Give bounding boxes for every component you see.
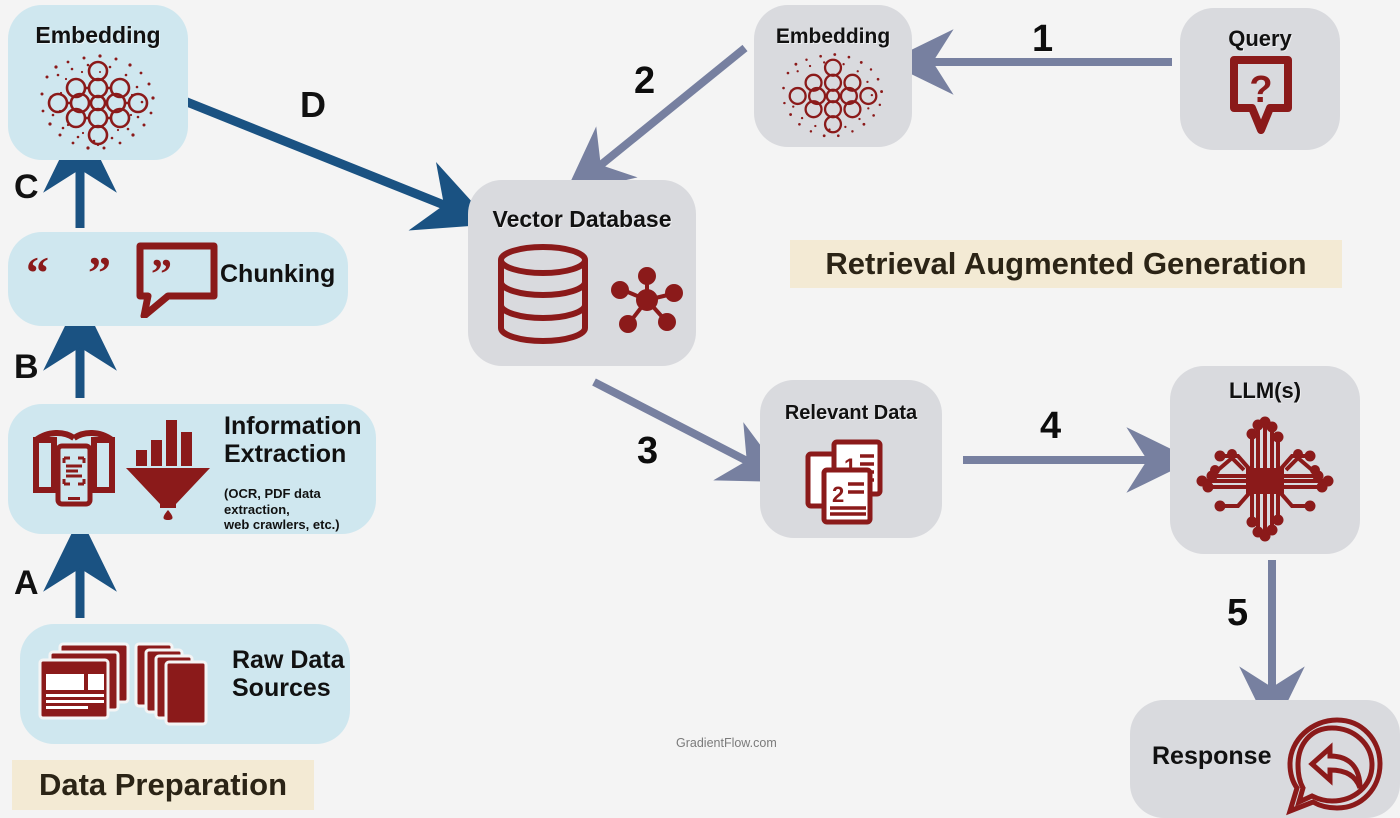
node-raw-data-sources[interactable]: Raw Data Sources — [20, 624, 350, 744]
edge-label-d: D — [300, 84, 326, 125]
banner-data-preparation: Data Preparation — [12, 760, 314, 810]
documents-stack-icon — [38, 642, 208, 726]
scanner-document-icon — [33, 430, 115, 507]
reply-bubble-icon — [1286, 717, 1383, 816]
edge-label-c: C — [14, 168, 39, 206]
cpu-chip-icon — [1196, 416, 1334, 542]
embedding-lattice-icon — [40, 54, 155, 150]
database-cylinder-icon — [498, 244, 588, 345]
numbered-documents-icon: 1 2 — [805, 439, 883, 525]
edge-label-a-main: A — [14, 564, 39, 602]
node-response[interactable]: Response — [1130, 700, 1400, 818]
node-llm-title: LLM(s) — [1228, 378, 1302, 403]
quote-bubble-icon: “ ” ” — [26, 242, 218, 318]
question-bubble-icon: ? — [1230, 56, 1292, 134]
node-information-extraction-label: Information Extraction — [224, 412, 362, 468]
banner-data-preparation-text: Data Preparation — [38, 767, 288, 802]
banner-rag-text: Retrieval Augmented Generation — [825, 246, 1307, 281]
svg-text:”: ” — [88, 247, 111, 298]
node-vector-database[interactable]: Vector Database — [468, 180, 696, 366]
node-chunking-label: Chunking — [220, 260, 336, 288]
node-chunking[interactable]: “ ” ” Chunking — [8, 232, 348, 326]
node-embedding-left-title: Embedding — [35, 22, 161, 48]
funnel-chart-icon — [126, 420, 210, 520]
arrow-2 — [564, 44, 748, 195]
node-information-extraction-sublabel: (OCR, PDF data extraction, web crawlers,… — [224, 486, 340, 533]
node-information-extraction[interactable]: Information Extraction (OCR, PDF data ex… — [8, 404, 376, 534]
node-query-title: Query — [1228, 26, 1292, 51]
node-embedding-left[interactable]: Embedding — [8, 5, 188, 160]
arrow-3 — [592, 378, 788, 483]
svg-text:2: 2 — [832, 482, 844, 507]
edge-label-4: 4 — [1040, 405, 1062, 447]
node-query[interactable]: Query ? — [1180, 8, 1340, 150]
svg-text:”: ” — [151, 252, 172, 298]
svg-text:“: “ — [26, 247, 49, 298]
edge-label-5: 5 — [1227, 592, 1249, 634]
edge-label-1: 1 — [1032, 18, 1054, 60]
node-response-label: Response — [1152, 742, 1272, 770]
node-embedding-right[interactable]: Embedding — [754, 5, 912, 147]
node-relevant-data[interactable]: Relevant Data 1 2 — [760, 380, 942, 538]
node-vector-database-title: Vector Database — [492, 206, 672, 232]
embedding-lattice-icon — [782, 53, 883, 138]
node-embedding-right-title: Embedding — [775, 25, 891, 48]
edge-label-b2: B — [14, 348, 39, 386]
banner-retrieval-augmented-generation: Retrieval Augmented Generation — [790, 240, 1342, 288]
node-raw-data-sources-label: Raw Data Sources — [232, 646, 345, 702]
svg-text:?: ? — [1249, 69, 1272, 111]
node-llm[interactable]: LLM(s) — [1170, 366, 1360, 554]
edge-label-3: 3 — [637, 430, 659, 472]
edge-label-2: 2 — [634, 60, 656, 102]
vector-nodes-icon — [611, 267, 683, 333]
watermark-gradientflow: GradientFlow.com — [676, 736, 777, 750]
node-relevant-data-title: Relevant Data — [784, 402, 918, 424]
